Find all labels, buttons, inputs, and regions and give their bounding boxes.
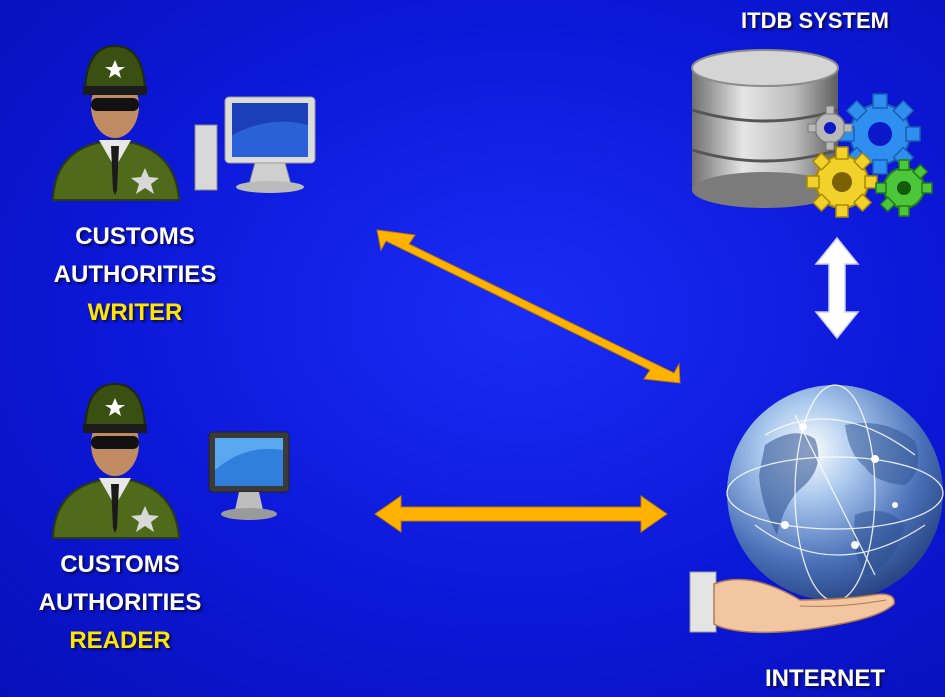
reader-label-line2: AUTHORITIES [38, 589, 202, 616]
database-internet-double-arrow [814, 236, 860, 340]
reader-monitor-icon [208, 431, 290, 520]
internet-label: INTERNET [765, 665, 885, 692]
reader-label-line1: CUSTOMS [60, 551, 180, 578]
reader-label: CUSTOMS AUTHORITIES READER [5, 546, 235, 660]
grey-gear-icon [807, 105, 853, 151]
hand-icon [689, 571, 895, 634]
itdb-label: ITDB SYSTEM [741, 8, 889, 33]
reader-officer-icon [51, 382, 181, 539]
writer-label-line2: AUTHORITIES [53, 261, 217, 288]
writer-label: CUSTOMS AUTHORITIES WRITER [20, 218, 250, 332]
writer-label-line1: CUSTOMS [75, 223, 195, 250]
writer-officer-icon [51, 44, 181, 201]
yellow-gear-icon [806, 146, 878, 218]
globe-icon [726, 384, 944, 602]
writer-role: WRITER [87, 299, 183, 326]
gears-icon [806, 93, 933, 218]
green-gear-icon [875, 159, 933, 217]
reader-internet-double-arrow [374, 495, 668, 533]
writer-monitor-icon [194, 96, 316, 193]
reader-role: READER [69, 627, 171, 654]
